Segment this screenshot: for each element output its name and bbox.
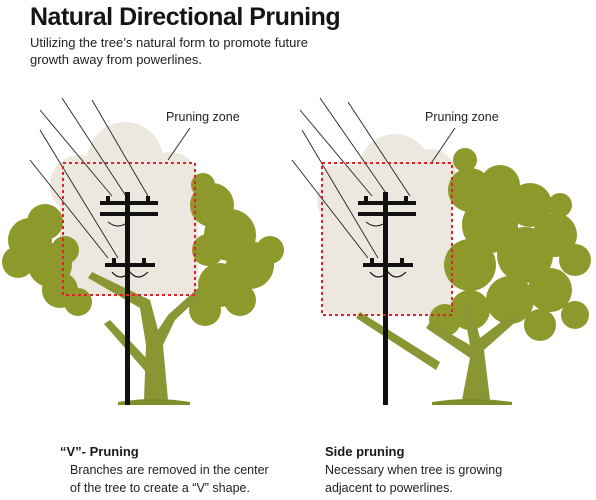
right-powerlines	[291, 97, 411, 259]
left-zone-pointer	[167, 127, 191, 161]
left-utility-pole	[100, 192, 158, 405]
page-title: Natural Directional Pruning	[30, 3, 341, 31]
right-grass	[432, 399, 512, 405]
right-zone-pointer	[431, 127, 456, 163]
left-caption: “V”- Pruning Branches are removed in the…	[60, 443, 300, 497]
right-tree-illustration	[291, 97, 591, 405]
left-caption-line1: Branches are removed in the center	[70, 463, 269, 477]
right-tree-trunk	[356, 300, 520, 400]
left-powerlines	[29, 97, 149, 259]
right-caption-title: Side pruning	[325, 444, 405, 459]
left-pruning-zone-border	[62, 162, 196, 296]
left-caption-line2: of the tree to create a “V” shape.	[70, 481, 250, 495]
left-tree-illustration	[2, 97, 284, 405]
right-caption-line1: Necessary when tree is growing	[325, 463, 503, 477]
right-caption-line2: adjacent to powerlines.	[325, 481, 453, 495]
left-grass	[118, 399, 190, 405]
right-pruning-zone-label: Pruning zone	[425, 110, 499, 124]
left-caption-title: “V”- Pruning	[60, 444, 139, 459]
right-tree-foliage	[429, 148, 591, 341]
left-tree-foliage	[2, 173, 284, 326]
right-caption: Side pruning Necessary when tree is grow…	[325, 443, 575, 497]
right-utility-pole	[358, 192, 416, 405]
right-pruning-zone-border	[321, 162, 453, 316]
left-pruning-zone-label: Pruning zone	[166, 110, 240, 124]
page-subtitle: Utilizing the tree’s natural form to pro…	[30, 35, 308, 67]
